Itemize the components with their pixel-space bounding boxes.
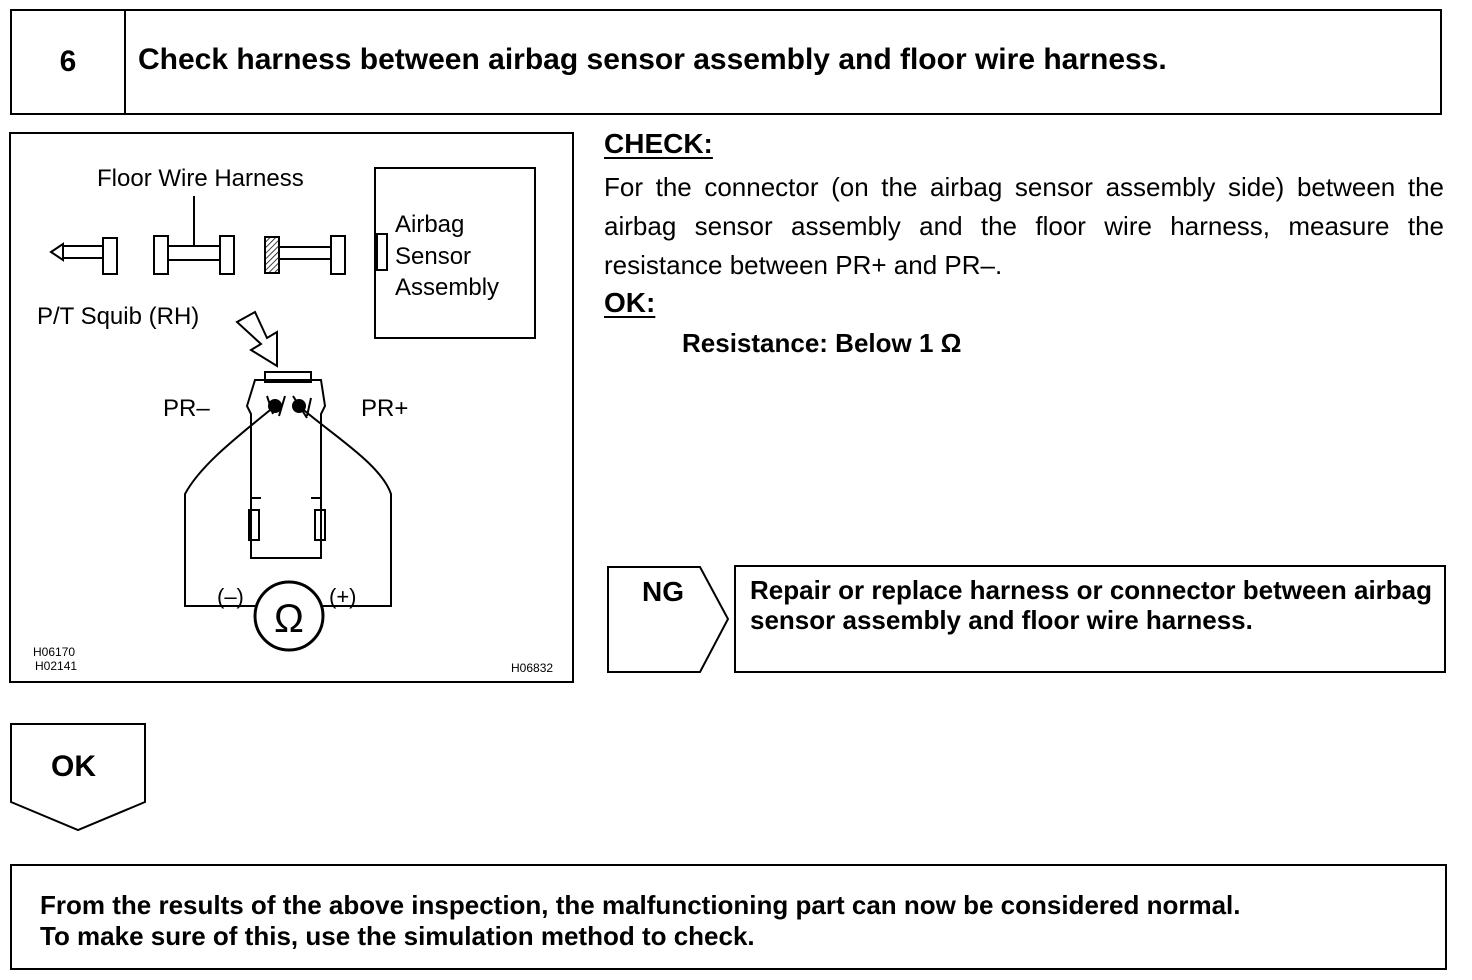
figure-code-3: H06832 xyxy=(511,661,553,675)
final-note-line-1: From the results of the above inspection… xyxy=(40,890,1241,920)
ok-label: OK xyxy=(51,750,96,783)
airbag-label-1: Airbag xyxy=(395,211,464,238)
plus-sign-label: (+) xyxy=(329,584,357,609)
figure-code-2: H02141 xyxy=(35,659,77,673)
harness-connector-right xyxy=(219,235,235,275)
diagram-drawing: Floor Wire Harness Airbag Sensor Assembl… xyxy=(33,165,553,675)
step-title: Check harness between airbag sensor asse… xyxy=(138,43,1167,76)
squib-connector xyxy=(102,237,118,275)
step-number: 6 xyxy=(12,11,126,113)
harness-connector-left xyxy=(153,235,169,275)
ng-label: NG xyxy=(642,576,684,607)
final-note-box: From the results of the above inspection… xyxy=(10,864,1447,970)
final-note: From the results of the above inspection… xyxy=(40,890,1241,952)
ng-action-box: Repair or replace harness or connector b… xyxy=(734,565,1446,673)
wiring-diagram: Floor Wire Harness Airbag Sensor Assembl… xyxy=(9,132,574,683)
check-instructions: For the connector (on the airbag sensor … xyxy=(604,172,1444,280)
squib-plug xyxy=(49,242,64,262)
step-header: 6 Check harness between airbag sensor as… xyxy=(10,9,1442,115)
figure-code-1: H06170 xyxy=(33,645,75,659)
lead-plus xyxy=(298,405,392,607)
pr-minus-label: PR– xyxy=(163,395,210,422)
resistance-spec: Resistance: Below 1 Ω xyxy=(682,328,962,358)
ohmmeter xyxy=(253,580,325,652)
squib-connector-body xyxy=(245,379,327,559)
check-heading: CHECK: xyxy=(604,128,713,159)
ok-heading: OK: xyxy=(604,287,656,318)
check-section: CHECK: For the connector (on the airbag … xyxy=(604,128,1444,319)
ok-arrow: OK xyxy=(10,723,146,832)
pointer-arrow xyxy=(235,310,278,368)
ng-arrow: NG xyxy=(607,566,730,673)
floor-wire-harness-label: Floor Wire Harness xyxy=(97,165,304,192)
ng-action-text: Repair or replace harness or connector b… xyxy=(750,575,1433,635)
airbag-label-3: Assembly xyxy=(395,274,499,301)
squib-label: P/T Squib (RH) xyxy=(37,303,199,330)
final-note-line-2: To make sure of this, use the simulation… xyxy=(40,921,755,951)
hatched-connector xyxy=(264,236,280,274)
pr-plus-label: PR+ xyxy=(361,395,408,422)
ohm-symbol: Ω xyxy=(274,597,304,641)
lead-minus xyxy=(184,405,276,607)
airbag-sensor-box xyxy=(374,167,536,339)
airbag-label-2: Sensor xyxy=(395,243,471,270)
minus-sign-label: (–) xyxy=(217,584,244,609)
